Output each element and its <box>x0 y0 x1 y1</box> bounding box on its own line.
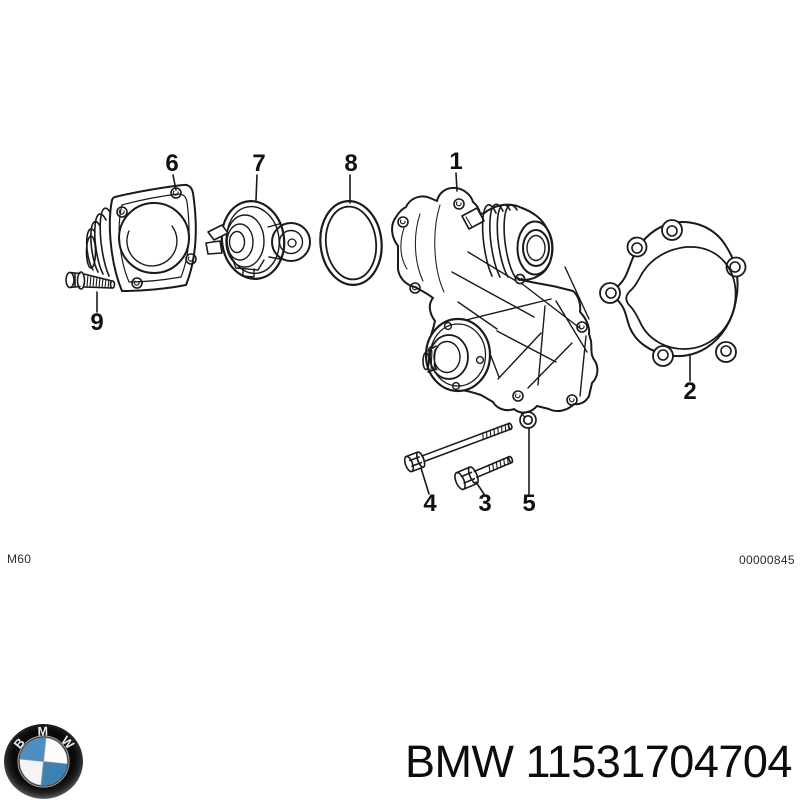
exploded-parts-diagram: 6 7 8 1 9 2 4 3 5 <box>65 148 747 517</box>
logo-inner-rim <box>17 735 70 788</box>
leader-4 <box>420 467 430 495</box>
callout-label-5: 5 <box>522 490 535 517</box>
leader-7 <box>255 174 258 201</box>
part-gasket <box>599 219 747 367</box>
part-lock-washer <box>519 411 537 429</box>
callout-label-3: 3 <box>478 490 491 517</box>
part-cover-bolt <box>65 271 116 290</box>
logo-quadrants <box>19 737 68 786</box>
logo-letter-m: M <box>37 724 48 738</box>
callout-label-9: 9 <box>90 309 103 336</box>
part-thermostat-housing-cover <box>85 183 197 292</box>
leader-3 <box>475 481 485 495</box>
part-number-title: BMW 11531704704 <box>405 736 792 787</box>
leader-1 <box>455 172 458 192</box>
callout-label-7: 7 <box>252 150 265 177</box>
part-hex-bolt-short <box>454 455 514 491</box>
callout-label-4: 4 <box>423 490 437 517</box>
callout-leader-lines <box>96 172 691 495</box>
part-o-ring <box>319 200 383 286</box>
callout-label-8: 8 <box>344 150 357 177</box>
part-water-pump <box>391 186 599 414</box>
part-thermostat <box>205 200 311 280</box>
leader-6 <box>172 174 177 191</box>
part-hex-bolt-long <box>403 422 513 473</box>
drawing-number-label: 00000845 <box>739 553 795 567</box>
bmw-logo: B M W <box>4 724 83 799</box>
callout-label-2: 2 <box>683 378 696 405</box>
engine-code-label: M60 <box>7 552 32 566</box>
callout-label-6: 6 <box>165 150 178 177</box>
callout-label-1: 1 <box>449 148 462 175</box>
